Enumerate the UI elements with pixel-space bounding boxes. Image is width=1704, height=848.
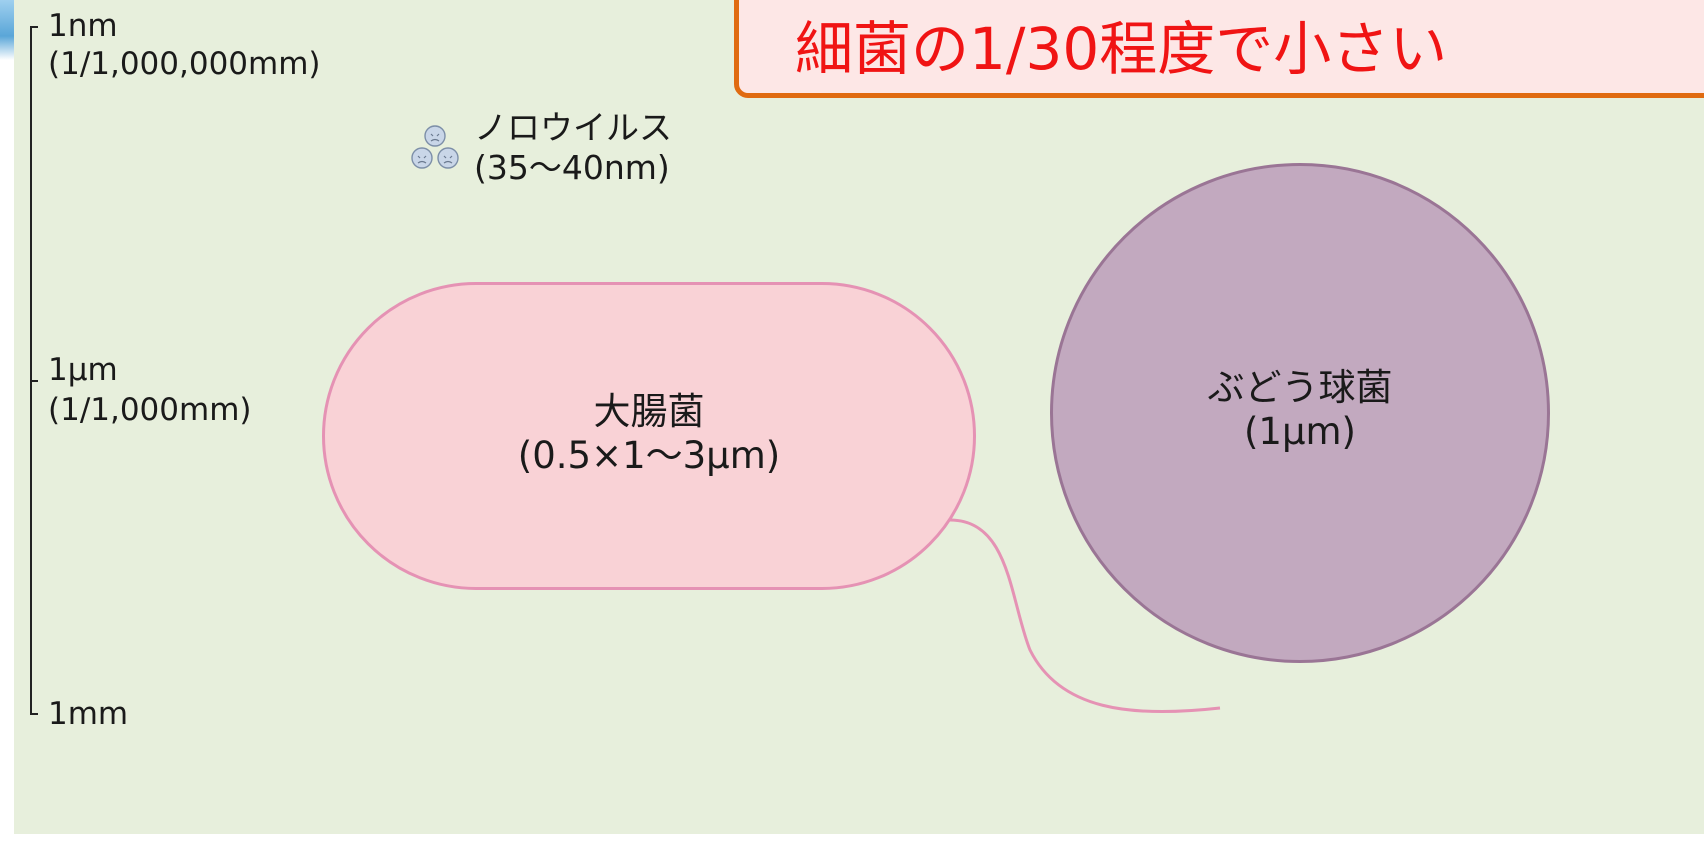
scale-axis-line	[30, 26, 32, 714]
staph-label: ぶどう球菌 (1μm)	[1050, 366, 1550, 454]
norovirus-size: (35〜40nm)	[474, 148, 670, 187]
norovirus-label: ノロウイルス (35〜40nm)	[474, 108, 672, 188]
left-edge-decoration	[0, 0, 14, 60]
scale-tick-bottom	[30, 713, 38, 715]
ecoli-shape	[322, 282, 976, 590]
ecoli-size: (0.5×1〜3μm)	[517, 434, 781, 477]
norovirus-name: ノロウイルス	[474, 108, 672, 147]
staph-size: (1μm)	[1244, 410, 1356, 453]
scale-label-1nm-mm: (1/1,000,000mm)	[48, 46, 321, 82]
scale-label-1um-mm: (1/1,000mm)	[48, 392, 252, 428]
ecoli-label: 大腸菌 (0.5×1〜3μm)	[322, 390, 976, 478]
staph-circle	[1050, 163, 1550, 663]
scale-label-1nm: 1nm	[48, 8, 118, 44]
norovirus-icon	[411, 125, 459, 169]
title-callout: 細菌の1/30程度で小さい	[734, 0, 1704, 98]
scale-label-1um: 1μm	[48, 352, 118, 388]
scale-axis: 1nm (1/1,000,000mm) 1μm (1/1,000mm) 1mm	[0, 0, 420, 760]
scale-tick-top	[30, 26, 38, 28]
staph-name: ぶどう球菌	[1207, 366, 1393, 409]
scale-tick-middle	[30, 380, 38, 382]
ecoli-name: 大腸菌	[593, 390, 705, 433]
scale-label-1mm: 1mm	[48, 696, 129, 732]
page-title: 細菌の1/30程度で小さい	[795, 15, 1448, 83]
